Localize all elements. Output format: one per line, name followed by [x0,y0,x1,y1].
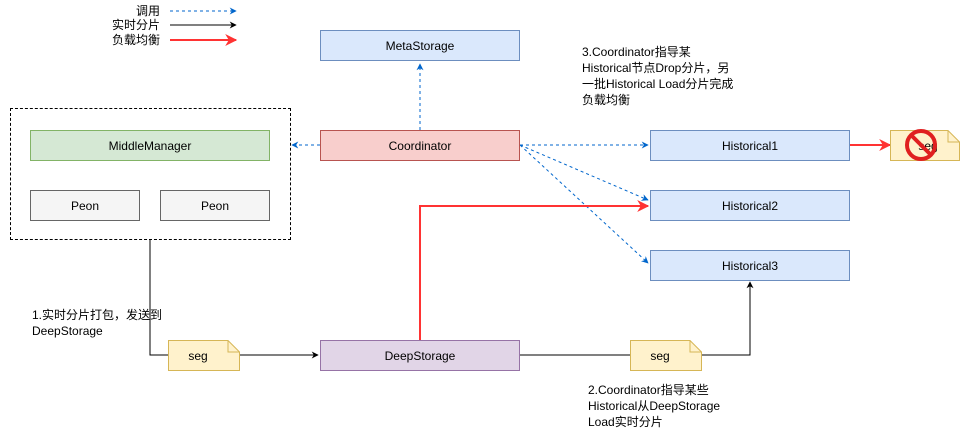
peon-node-2[interactable]: Peon [160,190,270,221]
note-icon [168,340,240,371]
coordinator-node[interactable]: Coordinator [320,130,520,161]
step3-line-4: 负载均衡 [582,93,631,107]
coordinator-to-historical3-arrow [519,144,649,264]
seg-note-left-label: seg [188,348,208,363]
deepstorage-node[interactable]: DeepStorage [320,340,520,371]
historical3-node[interactable]: Historical3 [650,250,850,281]
legend-call-label: 调用 [135,4,160,18]
step2-annotation: 2.Coordinator指导某些 Historical从DeepStorage… [588,382,720,430]
historical1-node[interactable]: Historical1 [650,130,850,161]
middlemanager-node[interactable]: MiddleManager [30,130,270,161]
step2-line-3: Load实时分片 [588,415,663,429]
step2-line-1: 2.Coordinator指导某些 [588,383,709,397]
step1-line-1: 1.实时分片打包，发送到 [32,308,163,322]
coordinator-to-historical2-arrow [519,144,649,201]
seg-note-dropped[interactable]: seg [890,129,960,161]
step3-line-3: 一批Historical Load分片完成 [582,77,734,91]
step2-line-2: Historical从DeepStorage [588,399,721,413]
legend-balance-label: 负载均衡 [111,33,160,47]
note-icon [630,340,702,371]
historical2-node[interactable]: Historical2 [650,190,850,221]
step3-annotation: 3.Coordinator指导某 Historical节点Drop分片，另 一批… [582,44,733,108]
step3-line-1: 3.Coordinator指导某 [582,45,691,59]
middlemanager-to-seg-line [149,240,168,356]
legend-realtime-label: 实时分片 [111,18,160,32]
seg-note-right-label: seg [650,348,670,363]
peon-node-1[interactable]: Peon [30,190,140,221]
seg-note-left[interactable]: seg [168,340,240,371]
step1-annotation: 1.实时分片打包，发送到 DeepStorage [32,307,162,339]
middlemanager-container [10,108,291,240]
seg-note-right[interactable]: seg [630,340,702,371]
step1-line-2: DeepStorage [32,324,103,338]
deepstorage-to-historical2-arrow [419,200,650,340]
step3-line-2: Historical节点Drop分片，另 [582,61,730,75]
metastorage-node[interactable]: MetaStorage [320,30,520,61]
seg-to-historical3-arrow [702,281,754,356]
prohibited-icon [905,129,937,161]
